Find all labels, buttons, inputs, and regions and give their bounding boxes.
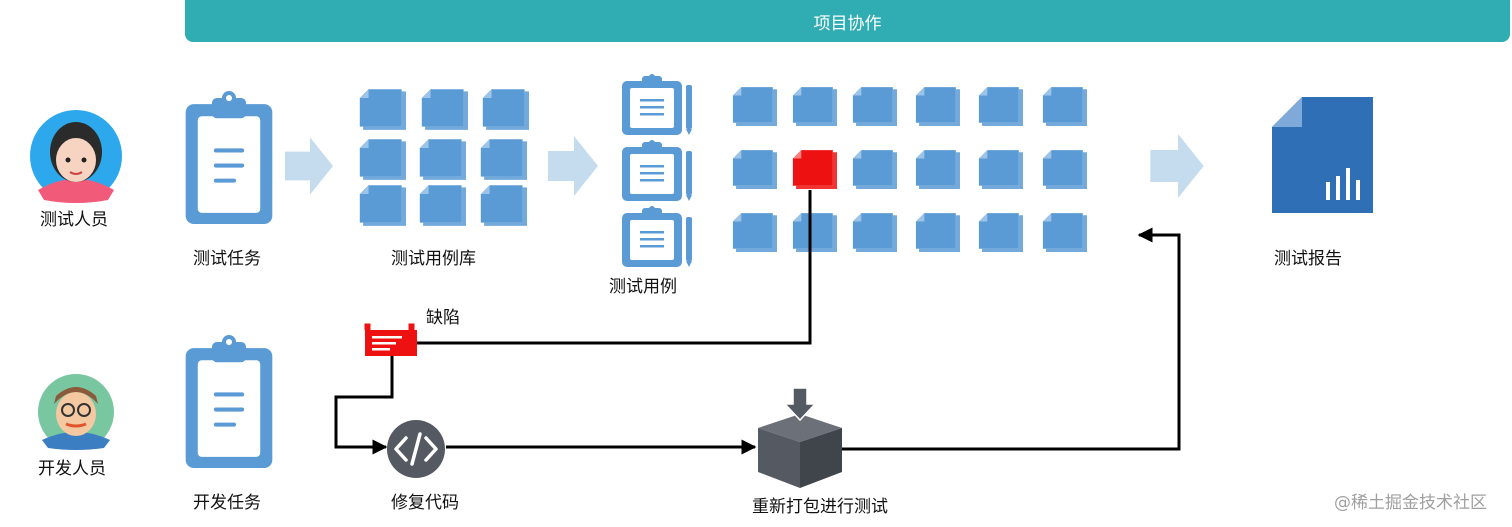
tester-avatar-icon <box>30 110 122 203</box>
code-icon <box>387 420 445 478</box>
test-execution-documents <box>732 87 1087 252</box>
test-case-clipboard-icon <box>622 140 692 201</box>
developer-avatar-icon <box>38 374 114 450</box>
test-task-clipboard-icon <box>185 91 273 224</box>
defect-flow-lines <box>334 190 1181 455</box>
dev-task-clipboard-icon <box>185 335 273 468</box>
defect-label: 缺陷 <box>426 308 460 328</box>
test-case-clipboard-icon <box>622 206 692 267</box>
package-box-icon <box>758 387 842 488</box>
defect-ticket-icon <box>364 323 417 356</box>
fix-code-label: 修复代码 <box>391 493 459 513</box>
test-cases-label: 测试用例 <box>609 277 677 297</box>
dev-task-label: 开发任务 <box>193 493 261 513</box>
flow-arrow-icon <box>1150 134 1204 198</box>
project-collaboration-banner: 项目协作 <box>185 0 1510 42</box>
developer-role-label: 开发人员 <box>38 459 106 479</box>
report-document-icon <box>1272 97 1373 213</box>
failed-case-icon <box>792 150 837 189</box>
test-case-clipboard-icon <box>622 74 692 135</box>
repackage-label: 重新打包进行测试 <box>752 497 888 517</box>
tester-role-label: 测试人员 <box>40 210 108 230</box>
case-library-label: 测试用例库 <box>391 249 476 269</box>
flow-arrow-icon <box>548 136 598 196</box>
case-library-documents <box>359 89 529 226</box>
flow-arrow-icon <box>285 137 333 195</box>
watermark: @稀土掘金技术社区 <box>1334 493 1487 513</box>
test-report-label: 测试报告 <box>1274 249 1342 269</box>
test-task-label: 测试任务 <box>193 249 261 269</box>
